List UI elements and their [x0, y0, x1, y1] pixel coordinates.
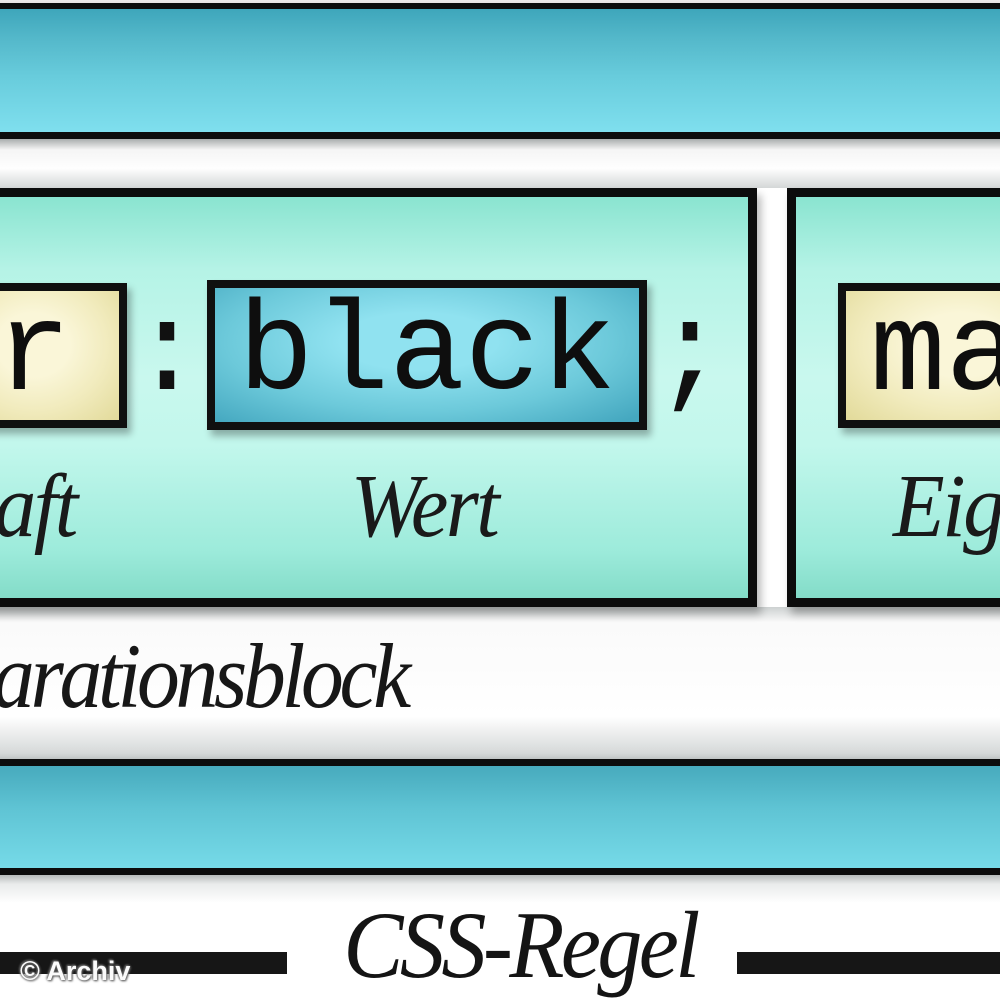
colon-separator: :: [129, 283, 205, 427]
label-deklarationsblock: arationsblock: [0, 625, 411, 727]
copyright-watermark: © Archiv: [20, 956, 131, 986]
property-text-right: ma: [870, 283, 1000, 427]
label-eigenschaft-left: aft: [0, 457, 78, 556]
footer-background: [0, 875, 1000, 1000]
rule-background-upper: [0, 139, 1000, 188]
property-text-left: r: [0, 283, 72, 427]
property-box-right: ma: [838, 283, 1000, 428]
rule-dash-left: [0, 952, 287, 974]
value-box: black: [207, 280, 647, 430]
value-text: black: [237, 283, 617, 426]
top-edge-sliver: [0, 0, 1000, 3]
label-eigenschaft-right: Eig: [893, 457, 1000, 556]
semicolon-terminator: ;: [652, 283, 728, 427]
closing-bar: [0, 759, 1000, 875]
selector-bar: [0, 3, 1000, 139]
property-box-left: r: [0, 283, 127, 428]
rule-background-lower: [0, 607, 1000, 759]
rule-dash-right: [737, 952, 1000, 974]
label-wert: Wert: [350, 457, 500, 556]
label-css-regel: CSS-Regel: [343, 892, 700, 998]
